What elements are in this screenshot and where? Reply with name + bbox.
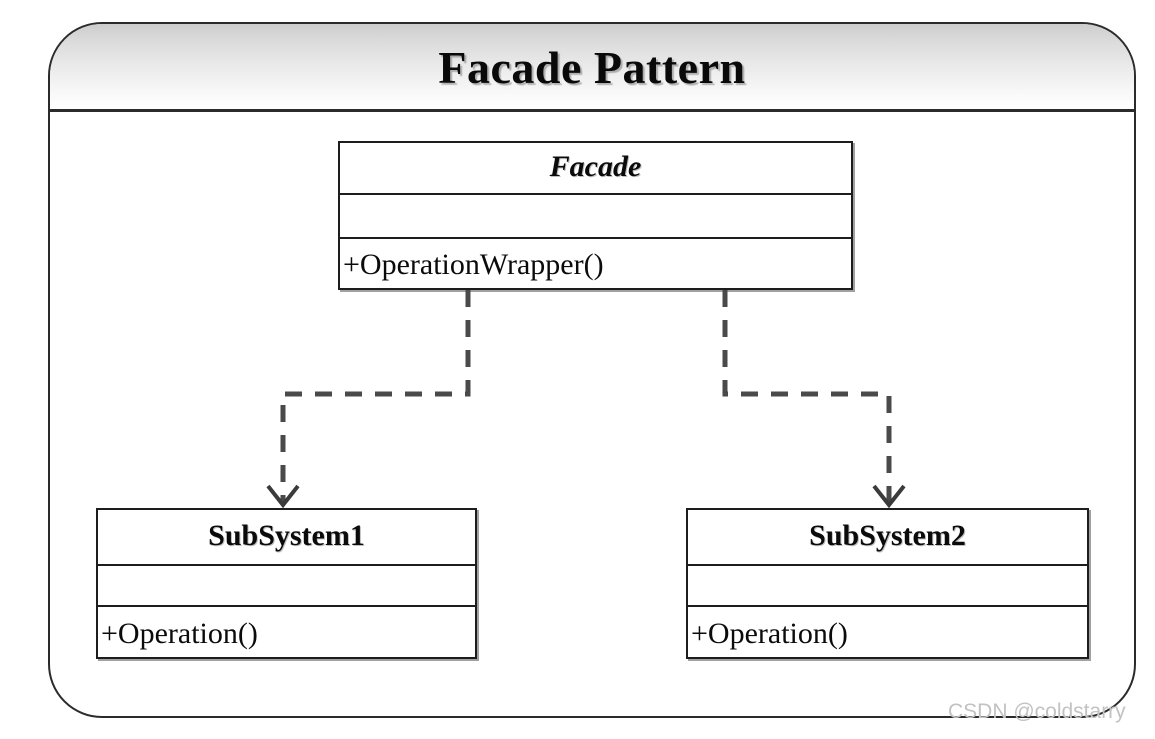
uml-class-facade[interactable]: Facade +OperationWrapper() <box>338 141 853 290</box>
class-name-subsystem2: SubSystem2 <box>809 519 966 552</box>
diagram-outer-frame: Facade Pattern Facade +OperationWrapper(… <box>48 22 1136 718</box>
class-name-facade: Facade <box>549 150 642 183</box>
class-operations-subsystem1: +Operation() <box>98 605 475 661</box>
class-attributes-facade <box>340 193 851 237</box>
class-operations-subsystem2: +Operation() <box>688 605 1087 661</box>
class-attributes-subsystem1 <box>98 564 475 605</box>
class-operations-facade: +OperationWrapper() <box>340 237 851 292</box>
connector-facade-to-subsystem1 <box>266 290 471 509</box>
connector-line-facade-subsystem1 <box>280 290 471 502</box>
page-title: Facade Pattern <box>438 42 746 93</box>
class-attributes-subsystem2 <box>688 564 1087 605</box>
connector-facade-to-subsystem2 <box>722 290 906 509</box>
uml-class-subsystem2[interactable]: SubSystem2 +Operation() <box>686 508 1089 659</box>
watermark-label: CSDN @coldstarry <box>948 700 1126 723</box>
arrowhead-icon-subsystem2 <box>872 484 906 509</box>
connector-line-facade-subsystem2 <box>722 290 892 502</box>
diagram-title-band: Facade Pattern <box>50 24 1134 112</box>
arrowhead-icon-subsystem1 <box>266 484 300 509</box>
uml-class-subsystem1[interactable]: SubSystem1 +Operation() <box>96 508 477 659</box>
class-name-subsystem1: SubSystem1 <box>208 519 365 552</box>
